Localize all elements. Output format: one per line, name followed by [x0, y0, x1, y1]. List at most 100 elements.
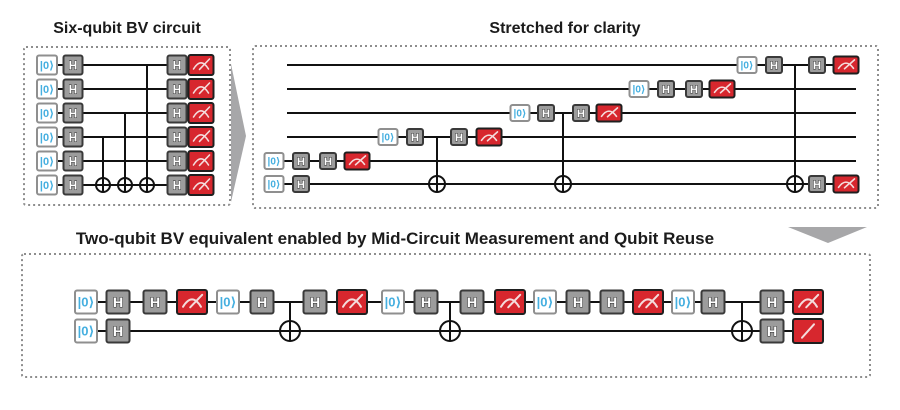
ket0-gate — [216, 289, 240, 315]
panel-border — [23, 46, 231, 206]
h-gate — [292, 175, 310, 193]
ket0-gate — [36, 78, 58, 100]
h-label: H — [577, 108, 585, 120]
measure-gate — [475, 127, 503, 147]
h-label: H — [173, 82, 182, 96]
h-label: H — [324, 156, 332, 168]
h-label: H — [113, 323, 123, 339]
h-gate — [62, 174, 84, 196]
panel-border — [252, 45, 879, 209]
ket0-label: |0⟩ — [78, 295, 95, 310]
ket0-label: |0⟩ — [382, 133, 395, 144]
meter-arc-icon — [192, 158, 210, 166]
h-gate — [450, 128, 468, 146]
meter-needle-icon — [349, 293, 364, 309]
ket0-gate — [263, 152, 285, 170]
h-gate — [142, 289, 168, 315]
measure-gate — [187, 78, 215, 100]
ket0-label: |0⟩ — [741, 61, 754, 72]
ket0-label: |0⟩ — [220, 295, 237, 310]
h-gate — [105, 318, 131, 344]
h-label: H — [467, 294, 477, 310]
h-label: H — [297, 156, 305, 168]
measure-gate — [176, 289, 208, 315]
h-label: H — [708, 294, 718, 310]
ket0-gate — [36, 102, 58, 124]
measure-gate — [632, 289, 664, 315]
h-gate — [808, 56, 826, 74]
ket0-label: |0⟩ — [40, 108, 54, 120]
meter-arc-icon — [837, 181, 855, 189]
h-gate — [166, 54, 188, 76]
two-qubit-panel-title: Two-qubit BV equivalent enabled by Mid-C… — [76, 229, 714, 248]
meter-needle-icon — [198, 154, 211, 167]
measure-gate — [792, 289, 824, 315]
h-label: H — [69, 58, 78, 72]
h-gate — [657, 80, 675, 98]
arrow-right-icon — [231, 64, 246, 202]
measure-gate — [832, 55, 860, 75]
h-label: H — [813, 60, 821, 72]
h-label: H — [607, 294, 617, 310]
ket0-gate — [736, 56, 758, 74]
ket0-label: |0⟩ — [40, 84, 54, 96]
measure-gate — [595, 103, 623, 123]
meter-arc-icon — [342, 298, 362, 308]
six-qubit-panel-title: Six-qubit BV circuit — [53, 20, 201, 37]
meter-arc-icon — [348, 158, 366, 166]
measure-gate — [187, 54, 215, 76]
ket0-gate — [263, 175, 285, 193]
h-gate — [808, 175, 826, 193]
h-label: H — [767, 294, 777, 310]
h-label: H — [113, 294, 123, 310]
h-label: H — [257, 294, 267, 310]
h-label: H — [297, 179, 305, 191]
ket0-label: |0⟩ — [675, 295, 692, 310]
h-gate — [406, 128, 424, 146]
h-gate — [292, 152, 310, 170]
h-gate — [62, 150, 84, 172]
ket0-label: |0⟩ — [40, 60, 54, 72]
ket0-gate — [533, 289, 557, 315]
ket0-label: |0⟩ — [40, 180, 54, 192]
meter-needle-icon — [354, 155, 367, 166]
h-gate — [413, 289, 439, 315]
h-gate — [166, 126, 188, 148]
ket0-gate — [628, 80, 650, 98]
arrow-down-icon — [788, 227, 867, 243]
ket0-gate — [36, 150, 58, 172]
h-label: H — [69, 130, 78, 144]
ket0-gate — [671, 289, 695, 315]
ket0-gate — [36, 174, 58, 196]
h-label: H — [69, 178, 78, 192]
measure-gate — [187, 150, 215, 172]
ket0-label: |0⟩ — [537, 295, 554, 310]
meter-needle-icon — [189, 293, 204, 309]
meter-arc-icon — [480, 134, 498, 142]
meter-needle-icon — [507, 293, 522, 309]
h-label: H — [173, 130, 182, 144]
h-label: H — [690, 84, 698, 96]
h-gate — [459, 289, 485, 315]
h-gate — [572, 104, 590, 122]
meter-needle-icon — [198, 82, 211, 95]
h-gate — [62, 126, 84, 148]
meter-arc-icon — [182, 298, 202, 308]
ket0-label: |0⟩ — [268, 180, 281, 191]
measure-gate — [187, 174, 215, 196]
ket0-label: |0⟩ — [268, 157, 281, 168]
meter-arc-icon — [837, 62, 855, 70]
measure-gate — [832, 174, 860, 194]
h-gate — [700, 289, 726, 315]
h-label: H — [411, 132, 419, 144]
meter-arc-icon — [713, 86, 731, 94]
ket0-gate — [509, 104, 531, 122]
h-gate — [759, 289, 785, 315]
meter-arc-icon — [192, 182, 210, 190]
ket0-label: |0⟩ — [514, 109, 527, 120]
h-gate — [599, 289, 625, 315]
ket0-gate — [74, 289, 98, 315]
meter-needle-icon — [198, 58, 211, 71]
